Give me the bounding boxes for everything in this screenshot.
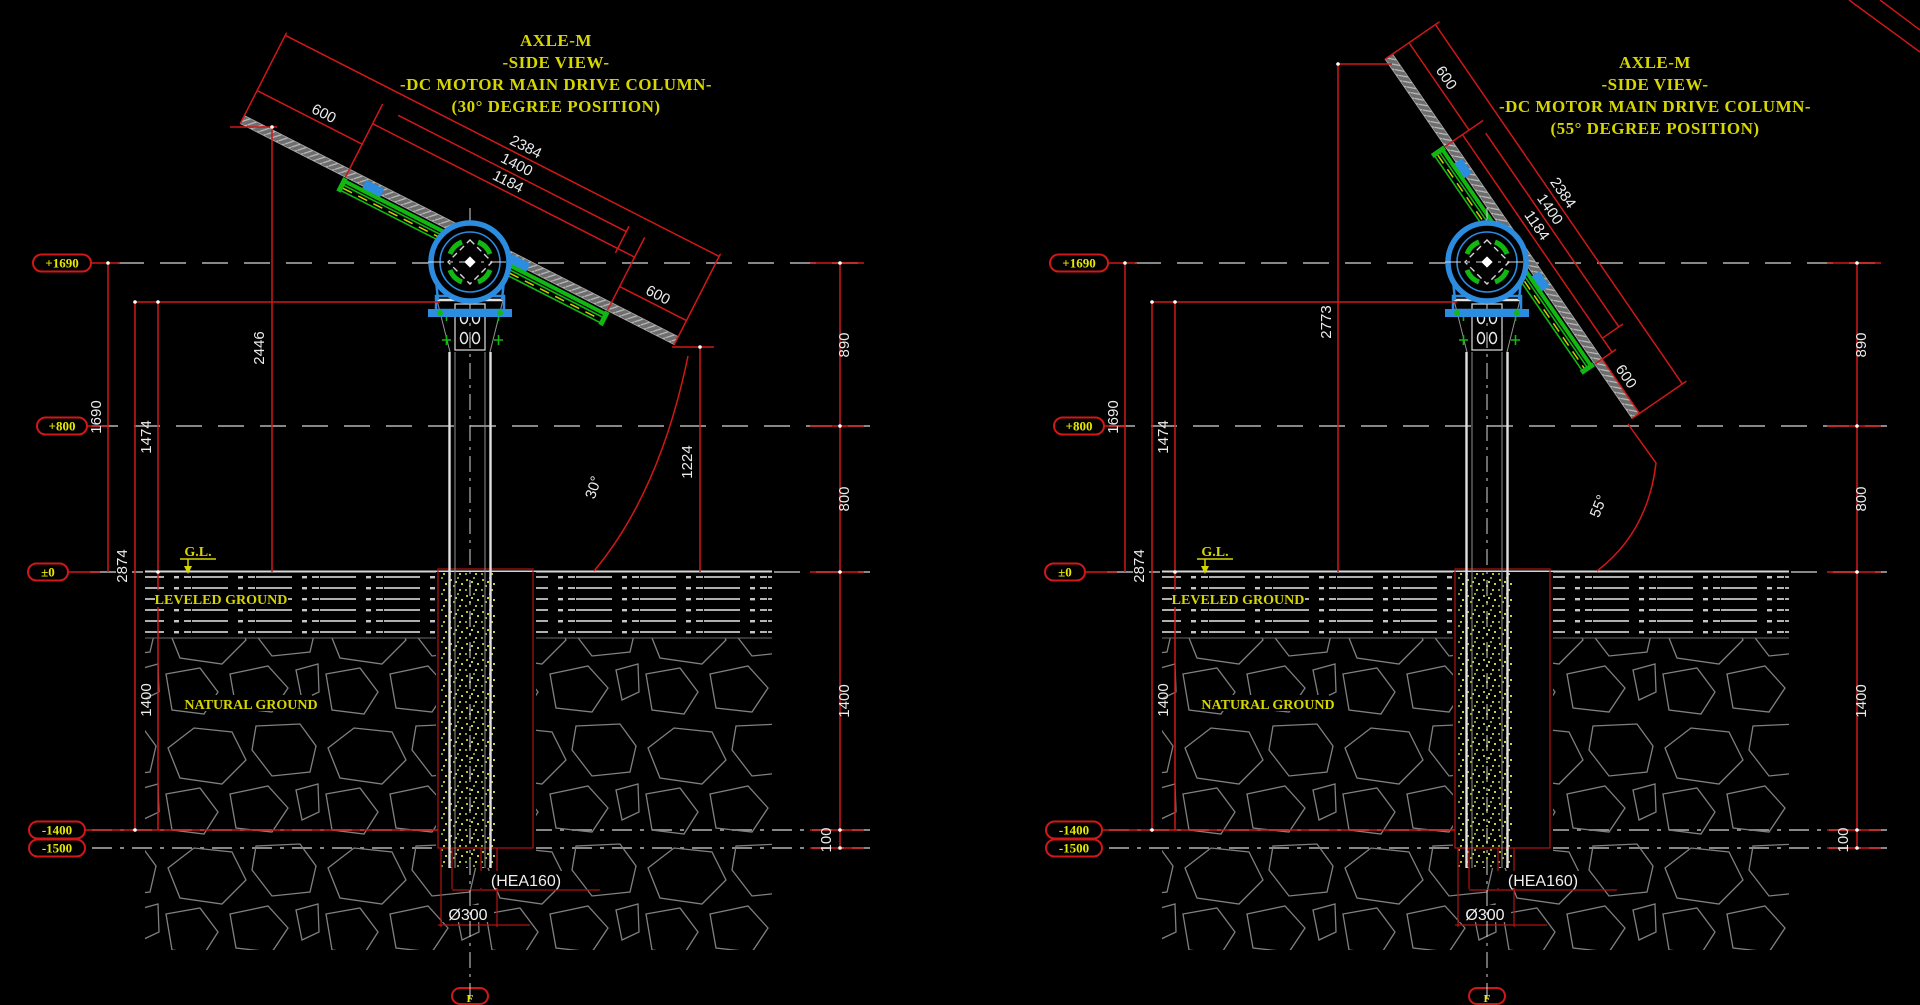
elev-1690-left: +1690 [45, 256, 78, 271]
elev-m1400-right: -1400 [1059, 823, 1089, 838]
title-line-2-left: -SIDE VIEW- [502, 53, 609, 72]
natural-ground-label-right: NATURAL GROUND [1201, 698, 1334, 713]
ground-section-left [144, 568, 773, 1005]
angle-label-left: 30° [582, 474, 605, 501]
dim-2874-left: 2874 [114, 549, 131, 582]
title-line-2-right: -SIDE VIEW- [1601, 75, 1708, 94]
dim-890-right: 890 [1853, 332, 1870, 357]
gl-label-left: G.L. [184, 545, 211, 560]
angle-arc-55 [1596, 423, 1657, 572]
dim-1474-left: 1474 [138, 420, 155, 453]
dim-1224-left: 1224 [679, 445, 696, 478]
elev-800-right: +800 [1066, 419, 1093, 434]
dim-2874-right: 2874 [1131, 549, 1148, 582]
elev-m1500-left: -1500 [42, 841, 72, 856]
beam-section-label-right: (HEA160) [1508, 873, 1578, 890]
section-marker-left: F [467, 993, 474, 1005]
elev-1690-right: +1690 [1062, 256, 1095, 271]
ground-section-right [1161, 568, 1790, 1005]
pier-dia-label-right: Ø300 [1465, 907, 1504, 924]
dim-1690-left: 1690 [88, 400, 105, 433]
dimensions-right-extra [1336, 0, 1920, 572]
dim-100-left: 100 [818, 827, 835, 852]
title-line-4-right: (55° DEGREE POSITION) [1550, 119, 1759, 138]
title-line-1-left: AXLE-M [520, 31, 592, 50]
beam-section-label-left: (HEA160) [491, 873, 561, 890]
elev-m1500-right: -1500 [1059, 841, 1089, 856]
dim-overhang-top-left: 600 [309, 101, 339, 128]
texts-right: AXLE-M -SIDE VIEW- -DC MOTOR MAIN DRIVE … [1058, 53, 1870, 1005]
angle-arc-30 [593, 355, 689, 572]
leveled-ground-label-left: LEVELED GROUND [155, 593, 288, 608]
natural-ground-label-left: NATURAL GROUND [184, 698, 317, 713]
dim-100-right: 100 [1835, 827, 1852, 852]
title-line-3-right: -DC MOTOR MAIN DRIVE COLUMN- [1499, 97, 1811, 116]
dim-2773-right: 2773 [1318, 305, 1335, 338]
pier-dia-label-left: Ø300 [448, 907, 487, 924]
texts-left: AXLE-M -SIDE VIEW- -DC MOTOR MAIN DRIVE … [41, 31, 853, 1005]
elev-800-left: +800 [49, 419, 76, 434]
gl-label-right: G.L. [1201, 545, 1228, 560]
title-line-1-right: AXLE-M [1619, 53, 1691, 72]
dim-1400-right: 1400 [1155, 683, 1172, 716]
dim-1400r-right: 1400 [1853, 684, 1870, 717]
dimensions-left-extra [230, 125, 714, 572]
dim-890-left: 890 [836, 332, 853, 357]
elev-0-right: ±0 [1058, 565, 1072, 580]
angle-label-right: 55° [1587, 493, 1611, 520]
dim-1400r-left: 1400 [836, 684, 853, 717]
dim-2446-left: 2446 [251, 331, 268, 364]
dim-1474-right: 1474 [1155, 420, 1172, 453]
dim-800-right: 800 [1853, 486, 1870, 511]
title-line-4-left: (30° DEGREE POSITION) [451, 97, 660, 116]
dim-overhang-bottom-left: 600 [643, 282, 673, 309]
leveled-ground-label-right: LEVELED GROUND [1172, 593, 1305, 608]
dim-800-left: 800 [836, 486, 853, 511]
dim-1690-right: 1690 [1105, 400, 1122, 433]
panel-assembly-30deg: 600 2384 1400 1184 600 [239, 32, 722, 346]
elev-0-left: ±0 [41, 565, 55, 580]
title-line-3-left: -DC MOTOR MAIN DRIVE COLUMN- [400, 75, 712, 94]
dim-overhang-top-right: 600 [1432, 63, 1460, 93]
section-marker-right: F [1484, 993, 1491, 1005]
elev-m1400-left: -1400 [42, 823, 72, 838]
dim-1400-left: 1400 [138, 683, 155, 716]
